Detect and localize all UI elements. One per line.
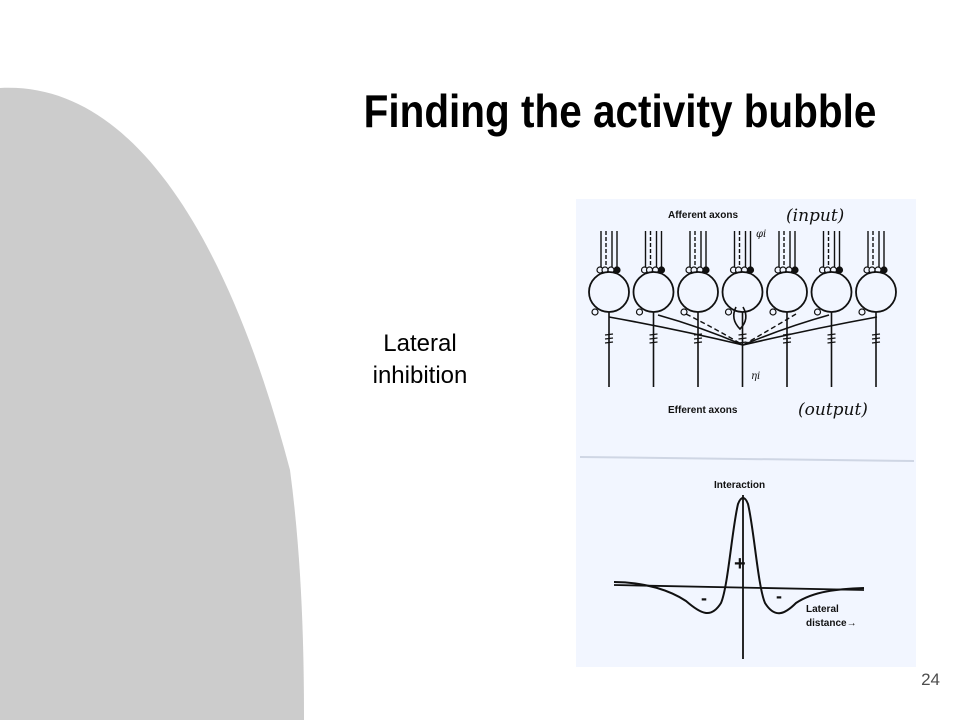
side-label: Lateral inhibition	[330, 328, 510, 392]
lateral-excitation-dashed-right	[742, 313, 797, 346]
lateral-inhibition-solid-right	[742, 316, 878, 346]
output-tick-mark	[871, 337, 881, 340]
axon-terminal-dot	[680, 308, 688, 316]
phi-symbol: φi	[756, 229, 766, 240]
output-tick-mark	[604, 341, 614, 344]
output-tick-mark	[604, 333, 614, 336]
output-tick-mark	[827, 337, 836, 340]
lateral-distance-label-line-2: distance→	[806, 618, 857, 629]
lateral-inhibition-solid-left-2	[657, 314, 744, 346]
efferent-axons-label: Efferent axons	[668, 405, 738, 416]
slide-title: Finding the activity bubble	[363, 85, 877, 137]
side-label-line-1: Lateral	[383, 330, 457, 357]
output-tick-mark	[604, 337, 614, 340]
output-tick-mark	[871, 341, 881, 344]
neuron-array	[588, 231, 897, 387]
output-tick-mark	[649, 337, 658, 340]
output-tick-mark	[738, 337, 747, 340]
axon-terminal-dot	[769, 308, 777, 316]
output-tick-mark	[782, 341, 792, 344]
axon-terminal-dot	[591, 308, 599, 316]
output-tick-mark	[693, 341, 703, 344]
side-label-line-2: inhibition	[372, 362, 468, 389]
lateral-excitation-dashed-left	[685, 313, 744, 346]
neuron-soma	[766, 271, 808, 313]
inhibition-minus-left: -	[701, 588, 707, 608]
output-tick-mark	[649, 333, 658, 336]
eta-symbol: ηi	[751, 371, 760, 382]
neuron-soma	[677, 271, 719, 313]
input-handwritten-label: (input)	[786, 206, 844, 226]
axon-terminal-dot	[858, 308, 866, 316]
inhibition-minus-right: -	[776, 586, 782, 606]
neuron-soma	[721, 271, 764, 313]
output-tick-mark	[738, 333, 747, 336]
neuron-soma	[588, 271, 630, 313]
interaction-axis-label: Interaction	[714, 480, 765, 491]
lateral-inhibition-solid-left	[608, 316, 744, 346]
scan-edge-line	[579, 456, 915, 462]
output-tick-mark	[649, 341, 658, 344]
excitation-plus-sign: +	[734, 553, 746, 575]
output-tick-mark	[827, 333, 836, 336]
axon-terminal-dot	[724, 308, 733, 316]
afferent-axons-label: Afferent axons	[668, 210, 738, 221]
lateral-inhibition-figure: Afferent axons (input) φi ηi Efferent ax…	[576, 199, 916, 667]
lateral-inhibition-solid-right-2	[742, 314, 830, 346]
neuron-soma	[855, 271, 897, 313]
output-tick-mark	[782, 337, 792, 340]
neuron-soma	[632, 271, 675, 313]
output-handwritten-label: (output)	[798, 400, 868, 420]
output-tick-mark	[693, 337, 703, 340]
output-tick-mark	[871, 333, 881, 336]
axon-terminal-dot	[813, 308, 822, 316]
neuron-soma	[810, 271, 853, 313]
axon-terminal-dot	[635, 308, 644, 316]
mexican-hat-curve	[613, 497, 865, 615]
horizontal-axis	[613, 584, 865, 591]
output-tick-mark	[827, 341, 836, 344]
lateral-distance-label-line-1: Lateral	[806, 604, 839, 615]
feedback-loop	[732, 306, 747, 331]
page-number: 24	[921, 670, 940, 689]
